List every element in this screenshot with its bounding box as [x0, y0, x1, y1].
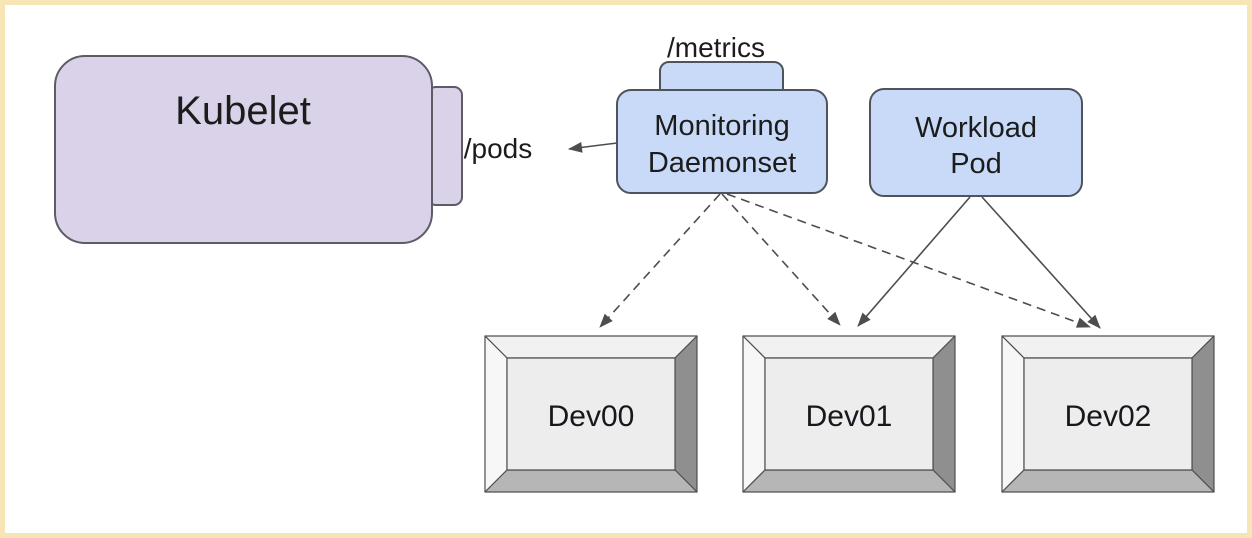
- workload-pod-node: [869, 88, 1083, 197]
- edge-monitoring-to-dev00: [599, 193, 721, 328]
- kubelet-label: Kubelet: [175, 89, 311, 133]
- monitoring-daemonset-label-line1: Monitoring: [654, 110, 789, 142]
- device-dev00-label: Dev00: [548, 400, 635, 433]
- edge-workload-to-dev02: [981, 196, 1101, 329]
- monitoring-daemonset-label-line2: Daemonset: [648, 147, 796, 179]
- device-dev02-label: Dev02: [1065, 400, 1152, 433]
- kubelet-node: [54, 55, 433, 244]
- edge-monitoring-to-dev02: [726, 193, 1091, 328]
- edge-monitoring-to-dev01: [721, 193, 841, 326]
- pods-endpoint-label: /pods: [464, 133, 533, 164]
- workload-pod-label-line2: Pod: [950, 148, 1002, 180]
- edge-monitoring-to-pods: [568, 142, 618, 153]
- metrics-endpoint-label: /metrics: [667, 32, 765, 63]
- workload-pod-label-line1: Workload: [915, 112, 1037, 144]
- edge-workload-to-dev01: [857, 196, 971, 327]
- kubelet-port-tab: [427, 86, 463, 206]
- monitoring-daemonset-node: [616, 89, 828, 194]
- device-dev01-label: Dev01: [806, 400, 893, 433]
